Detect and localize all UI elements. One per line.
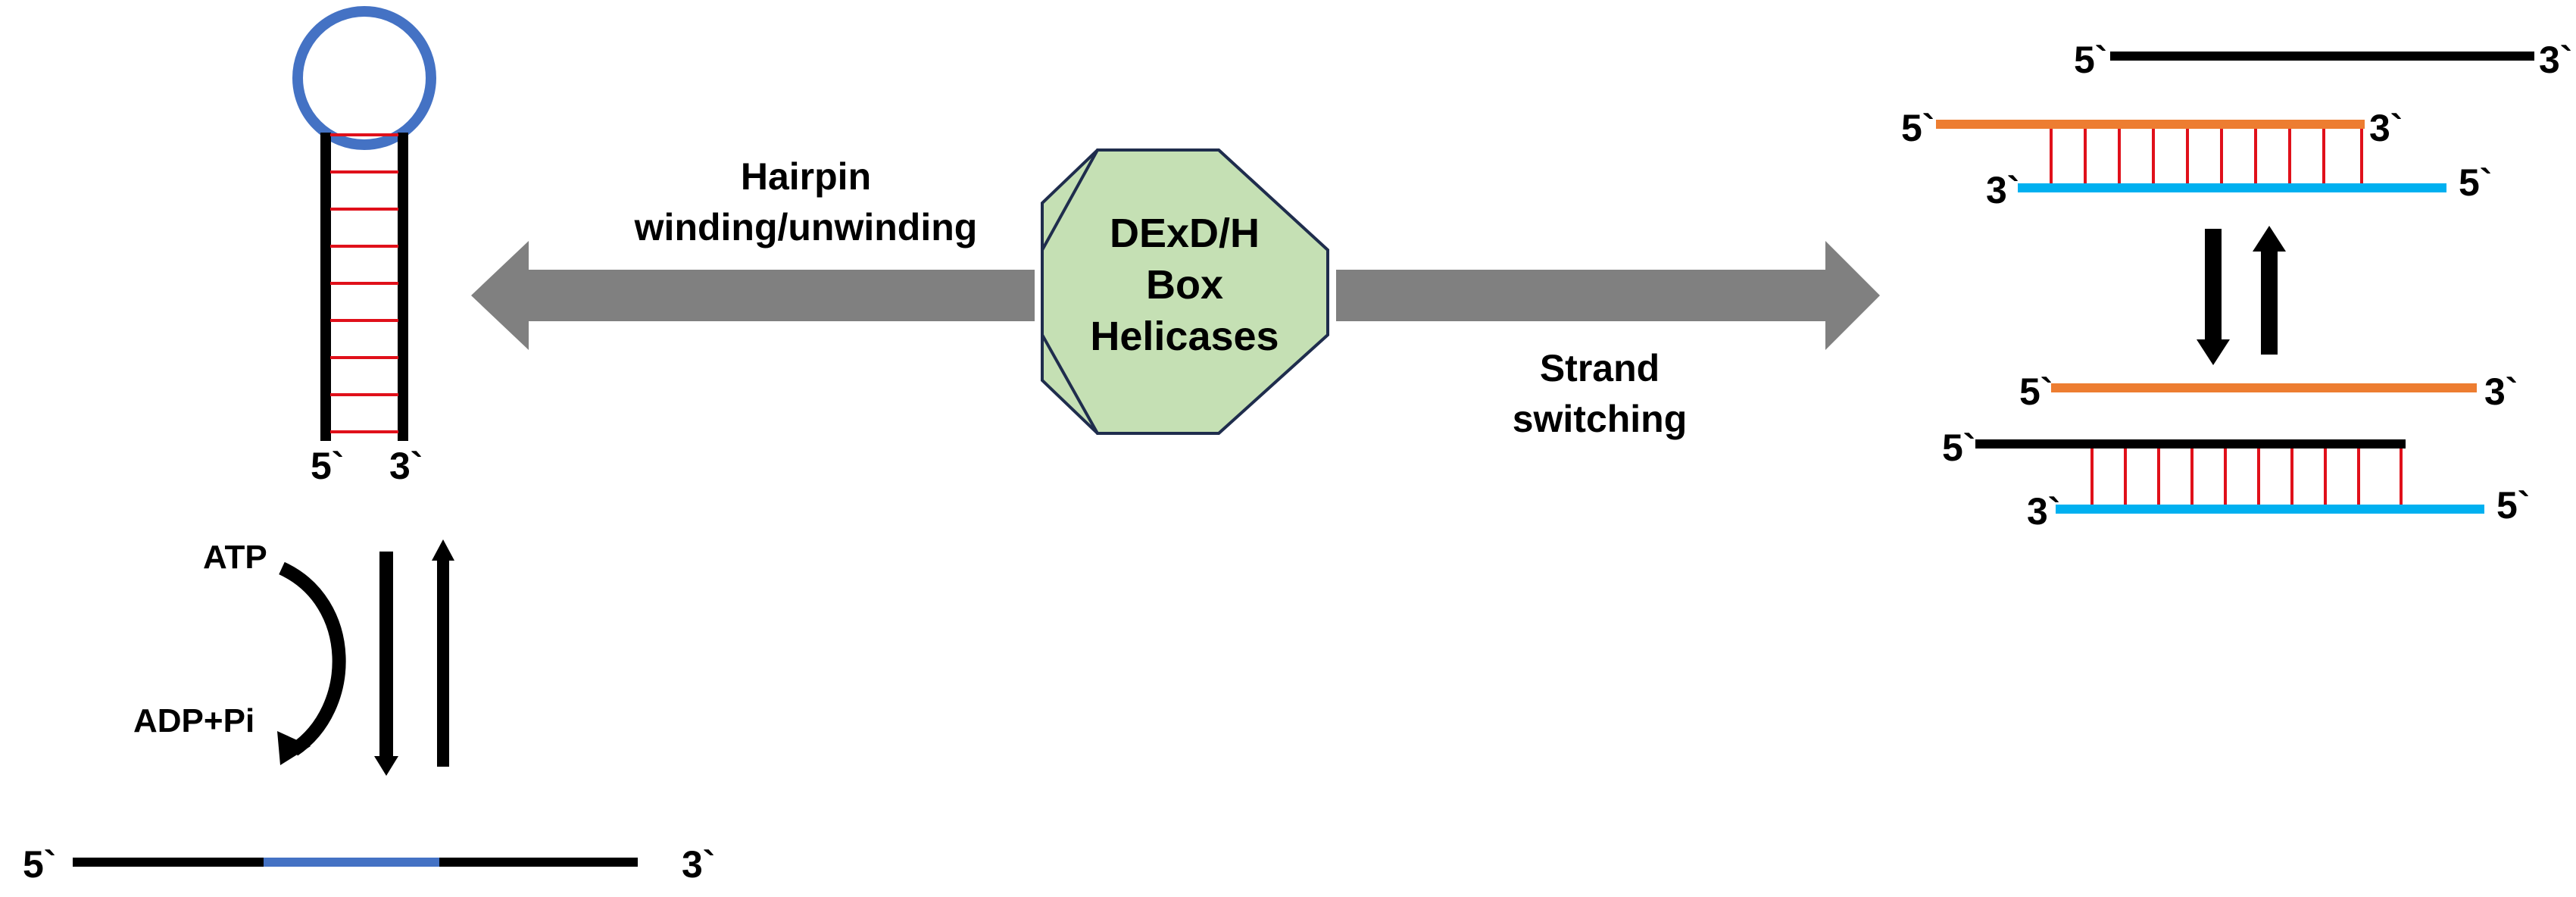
right-gray-arrow xyxy=(1336,241,1880,350)
top-duplex-complex: 5` 3` 5` 3` 3` 5` xyxy=(1901,39,2572,211)
top-cyan-5-label: 5` xyxy=(2459,161,2492,204)
exchange-down-arrowhead xyxy=(2197,339,2230,365)
adp-pi-label: ADP+Pi xyxy=(133,702,254,739)
atp-hydrolysis-arc xyxy=(279,561,346,756)
single-strand-5-prime-label: 5` xyxy=(23,843,56,886)
helicase-title-line3: Helicases xyxy=(1090,314,1279,359)
strand-exchange-arrows xyxy=(2197,226,2286,365)
unwind-down-arrowhead xyxy=(374,756,398,776)
bottom-cyan-5-label: 5` xyxy=(2496,484,2530,527)
left-gray-arrow xyxy=(471,241,1035,350)
bottom-duplex-complex: 5` 3` 5` 3` 5` xyxy=(1942,370,2530,533)
hairpin-caption-line2: winding/unwinding xyxy=(634,206,978,248)
hairpin-structure: 5` 3` xyxy=(292,6,436,487)
top-black-3-label: 3` xyxy=(2539,39,2572,81)
atp-cycle: ATP ADP+Pi xyxy=(133,539,454,776)
helicase-octagon xyxy=(1041,148,1329,435)
rewind-up-arrowhead xyxy=(432,539,454,561)
top-orange-3-label: 3` xyxy=(2369,107,2403,149)
helicase-title-line1: DExD/H xyxy=(1110,211,1260,256)
exchange-up-arrowhead xyxy=(2253,226,2286,252)
strand-switch-caption-line1: Strand xyxy=(1540,347,1660,389)
unwound-single-strand: 5` 3` xyxy=(23,843,715,886)
atp-arc-arrowhead xyxy=(277,731,311,765)
hairpin-base-pairs xyxy=(330,133,398,433)
bottom-orange-3-label: 3` xyxy=(2484,370,2518,413)
atp-label: ATP xyxy=(203,539,267,576)
top-base-pairs xyxy=(2050,129,2363,183)
top-cyan-3-label: 3` xyxy=(1986,169,2019,211)
hairpin-3-prime-label: 3` xyxy=(389,445,423,487)
bottom-cyan-3-label: 3` xyxy=(2027,490,2060,533)
bottom-base-pairs xyxy=(2090,448,2403,505)
bottom-orange-5-label: 5` xyxy=(2019,370,2053,413)
helicase-title-line2: Box xyxy=(1146,262,1223,308)
hairpin-loop xyxy=(292,6,436,150)
hairpin-5-prime-label: 5` xyxy=(311,445,344,487)
hairpin-caption-line1: Hairpin xyxy=(741,155,871,198)
single-strand-3-prime-label: 3` xyxy=(682,843,715,886)
strand-switch-caption-line2: switching xyxy=(1513,398,1688,440)
top-orange-5-label: 5` xyxy=(1901,107,1934,149)
top-black-5-label: 5` xyxy=(2074,39,2107,81)
bottom-black-5-label: 5` xyxy=(1942,427,1975,469)
